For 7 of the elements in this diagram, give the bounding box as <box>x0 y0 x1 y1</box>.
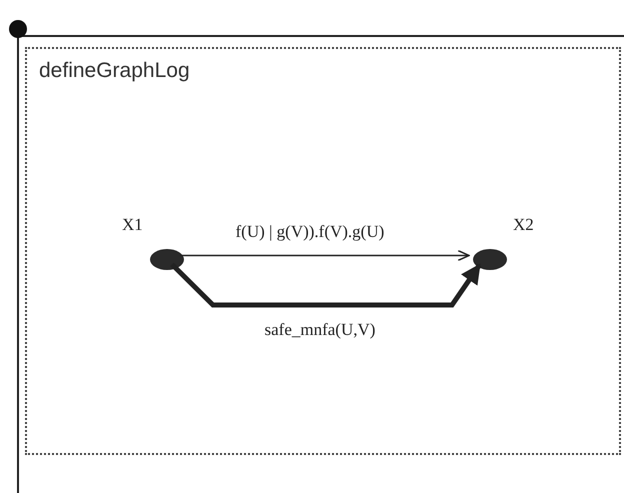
frame-title: defineGraphLog <box>39 59 190 83</box>
arrow <box>180 250 470 262</box>
edge-label: f(U) | g(V)).f(V).g(U) <box>234 222 386 242</box>
edge-label: safe_mnfa(U,V) <box>262 320 378 340</box>
node-dot <box>150 249 184 270</box>
node-dot <box>473 249 507 270</box>
arrow <box>170 262 482 308</box>
